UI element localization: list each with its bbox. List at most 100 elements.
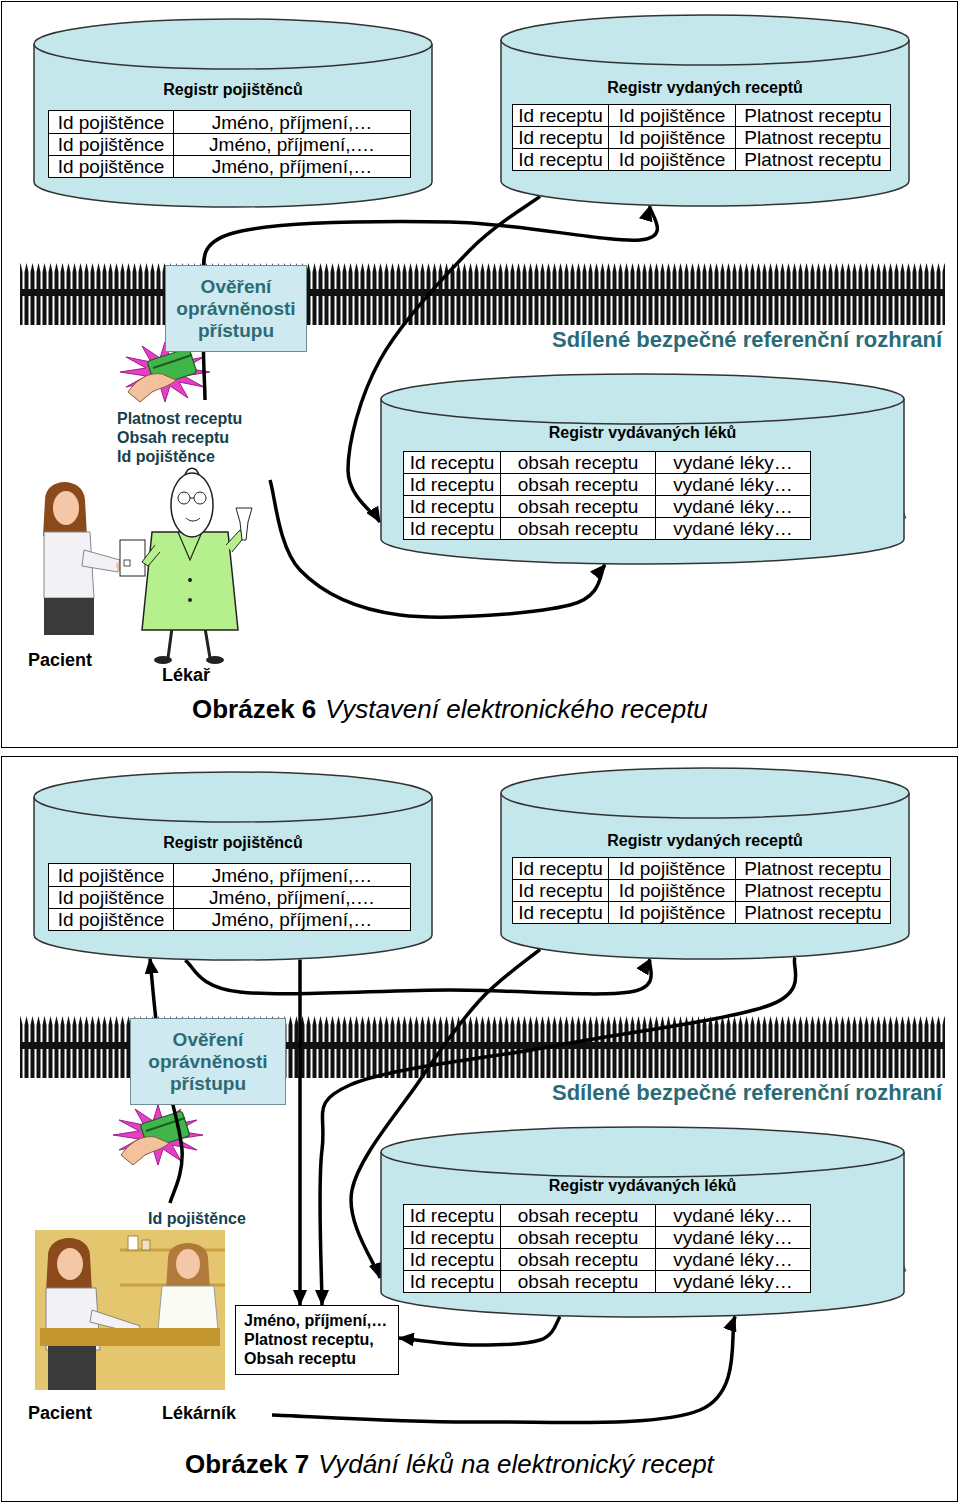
table-cell: Id receptu xyxy=(403,495,501,518)
access-check-box: Ověření oprávněnosti přístupu xyxy=(165,265,307,352)
connector xyxy=(298,960,302,1306)
table-cell-text: Id pojištěnce xyxy=(619,105,726,126)
table-cell: obsah receptu xyxy=(500,1270,656,1293)
table-cell: Id pojištěnce xyxy=(48,110,174,134)
heading-wrap: Registr vydaných receptů xyxy=(500,78,910,98)
interface-title: Sdílené bezpečné referenční rozhraní xyxy=(552,1080,942,1106)
table-cell: Id pojištěnce xyxy=(48,133,174,156)
table-cell: Id receptu xyxy=(512,901,609,924)
table-cell: vydané léky… xyxy=(655,1248,811,1271)
table-cell: Id receptu xyxy=(512,879,609,902)
connector xyxy=(185,959,651,994)
data-box: Jméno, příjmení,… Platnost receptu, Obsa… xyxy=(235,1305,399,1375)
table-cell-text: Id receptu xyxy=(410,496,495,517)
access-check-text: Ověření oprávněnosti přístupu xyxy=(170,276,302,342)
table-cell: Platnost receptu xyxy=(735,857,891,880)
table-cell: vydané léky… xyxy=(655,451,811,474)
table-cell: obsah receptu xyxy=(500,517,656,540)
heading-wrap: Registr vydaných receptů xyxy=(500,831,910,851)
table-cell-text: Id receptu xyxy=(410,1205,495,1226)
table-cell: Jméno, příjmení,… xyxy=(173,863,411,887)
table-cell: Platnost receptu xyxy=(735,901,891,924)
table-cell-text: obsah receptu xyxy=(518,1205,638,1226)
table-cell: Id pojištěnce xyxy=(608,126,736,149)
register-title: Registr vydaných receptů xyxy=(607,78,803,98)
register-title: Registr pojištěnců xyxy=(163,833,303,853)
table-cell-text: vydané léky… xyxy=(673,1205,792,1226)
table-cell: Jméno, příjmení,.… xyxy=(173,886,411,909)
table-cell-text: vydané léky… xyxy=(673,496,792,517)
table-cell: Id pojištěnce xyxy=(48,886,174,909)
table-cell: Jméno, příjmení,… xyxy=(173,110,411,134)
data-box-text: Jméno, příjmení,… Platnost receptu, Obsa… xyxy=(244,1311,389,1368)
table-cell: Id receptu xyxy=(403,1204,501,1227)
table-cell-text: Platnost receptu xyxy=(744,127,881,148)
security-fence-band: Sdílené bezpečné referenční rozhraníOvěř… xyxy=(20,262,945,357)
table-cell: vydané léky… xyxy=(655,1226,811,1249)
figure-text-wrap: Id pojištěnce xyxy=(148,1209,246,1228)
heading-wrap: Registr vydávaných léků xyxy=(380,423,905,443)
table-cell: Platnost receptu xyxy=(735,879,891,902)
table-cell: Id pojištěnce xyxy=(48,863,174,887)
table-cell: Id receptu xyxy=(403,1270,501,1293)
table-cell: Id receptu xyxy=(512,126,609,149)
table-cell-text: Id receptu xyxy=(518,858,603,879)
table-cell-text: Jméno, příjmení,… xyxy=(212,865,373,886)
table-cell-text: vydané léky… xyxy=(673,474,792,495)
table-cell: obsah receptu xyxy=(500,1204,656,1227)
figure-number: Obrázek 7 xyxy=(185,1449,309,1479)
table-cell-text: Id receptu xyxy=(518,127,603,148)
table-cell-text: Id pojištěnce xyxy=(58,909,165,930)
actor-label: Lékárník xyxy=(162,1402,236,1424)
table-cell: vydané léky… xyxy=(655,473,811,496)
table-cell: obsah receptu xyxy=(500,495,656,518)
table-cell-text: Id receptu xyxy=(410,1249,495,1270)
table-cell-text: Jméno, příjmení,… xyxy=(212,909,373,930)
table-cell: Id receptu xyxy=(403,451,501,474)
table-cell-text: obsah receptu xyxy=(518,1227,638,1248)
table-cell: Platnost receptu xyxy=(735,126,891,149)
connector xyxy=(399,1317,560,1345)
table-cell-text: Jméno, příjmení,.… xyxy=(209,134,375,155)
table-cell: Jméno, příjmení,… xyxy=(173,908,411,931)
actor-label: Pacient xyxy=(28,1402,92,1424)
caption-wrap: Vydání léků na elektronický recept xyxy=(318,1449,714,1479)
table-cell: Id pojištěnce xyxy=(608,148,736,171)
label-wrap: Pacient xyxy=(28,1402,92,1424)
table-cell-text: obsah receptu xyxy=(518,474,638,495)
table-cell: Id pojištěnce xyxy=(608,901,736,924)
heading-wrap: Registr pojištěnců xyxy=(33,80,433,100)
caption-wrap: Obrázek 7 xyxy=(185,1449,309,1479)
figure-caption: Vydání léků na elektronický recept xyxy=(318,1449,714,1479)
table-cell-text: Id pojištěnce xyxy=(619,127,726,148)
table-cell-text: Id pojištěnce xyxy=(58,156,165,177)
table-cell-text: Id pojištěnce xyxy=(619,858,726,879)
table-cell: Id receptu xyxy=(512,148,609,171)
figure-text-wrap: Lékař xyxy=(162,664,210,686)
table-cell: Platnost receptu xyxy=(735,104,891,127)
table-cell: Id pojištěnce xyxy=(608,104,736,127)
table-cell-text: Jméno, příjmení,… xyxy=(212,112,373,133)
data-text: Platnost receptu Obsah receptu Id pojišt… xyxy=(117,409,244,466)
band-title-wrap: Sdílené bezpečné referenční rozhraní xyxy=(552,1080,942,1106)
table-cell-text: Id receptu xyxy=(410,518,495,539)
table-cell-text: Id receptu xyxy=(410,1227,495,1248)
table-cell-text: Id receptu xyxy=(518,902,603,923)
table-cell: vydané léky… xyxy=(655,517,811,540)
table-cell: Id receptu xyxy=(403,517,501,540)
actor-figure: Platnost receptu Obsah receptu Id pojišt… xyxy=(110,400,270,695)
table-cell-text: Jméno, příjmení,… xyxy=(212,156,373,177)
table-cell-text: Platnost receptu xyxy=(744,858,881,879)
table-cell-text: Id receptu xyxy=(410,452,495,473)
register-title: Registr pojištěnců xyxy=(163,80,303,100)
table-cell-text: obsah receptu xyxy=(518,452,638,473)
heading-wrap: Registr vydávaných léků xyxy=(380,1176,905,1196)
table-cell: obsah receptu xyxy=(500,451,656,474)
register-title: Registr vydaných receptů xyxy=(607,831,803,851)
caption-wrap: Vystavení elektronického receptu xyxy=(325,694,708,724)
table-cell: Id receptu xyxy=(512,857,609,880)
table-cell: Id pojištěnce xyxy=(48,155,174,178)
caption-wrap: Obrázek 6 xyxy=(192,694,316,724)
table-cell-text: obsah receptu xyxy=(518,1249,638,1270)
figure-number: Obrázek 6 xyxy=(192,694,316,724)
